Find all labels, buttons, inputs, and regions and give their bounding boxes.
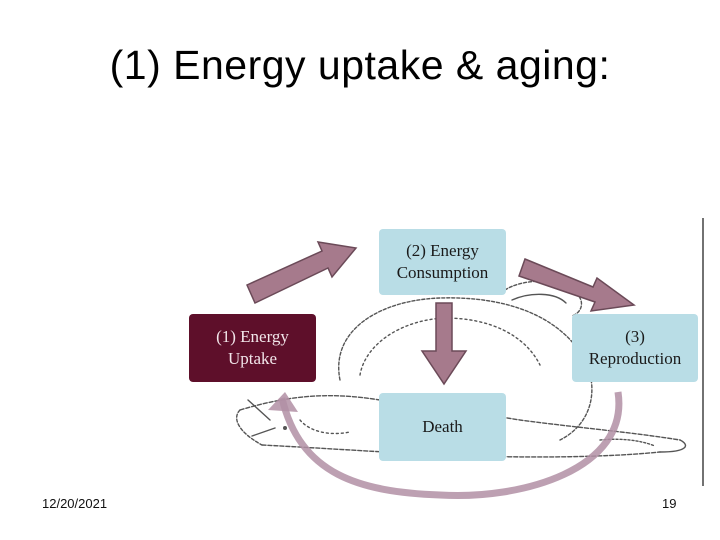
node-energy-uptake: (1) Energy Uptake [189,314,316,382]
node-death: Death [379,393,506,461]
arrow-uptake-to-consumption [246,241,358,305]
node-reproduction: (3) Reproduction [572,314,698,382]
slide-title: (1) Energy uptake & aging: [109,42,611,88]
slide-page-number: 19 [662,496,677,511]
node-energy-consumption: (2) Energy Consumption [379,229,506,295]
curved-arrow-head [268,392,298,412]
curved-return-arrow [278,391,623,500]
arrow-consumption-to-death [420,302,468,386]
arrow-consumption-to-reproduction [518,258,636,312]
slide-date: 12/20/2021 [42,496,108,511]
